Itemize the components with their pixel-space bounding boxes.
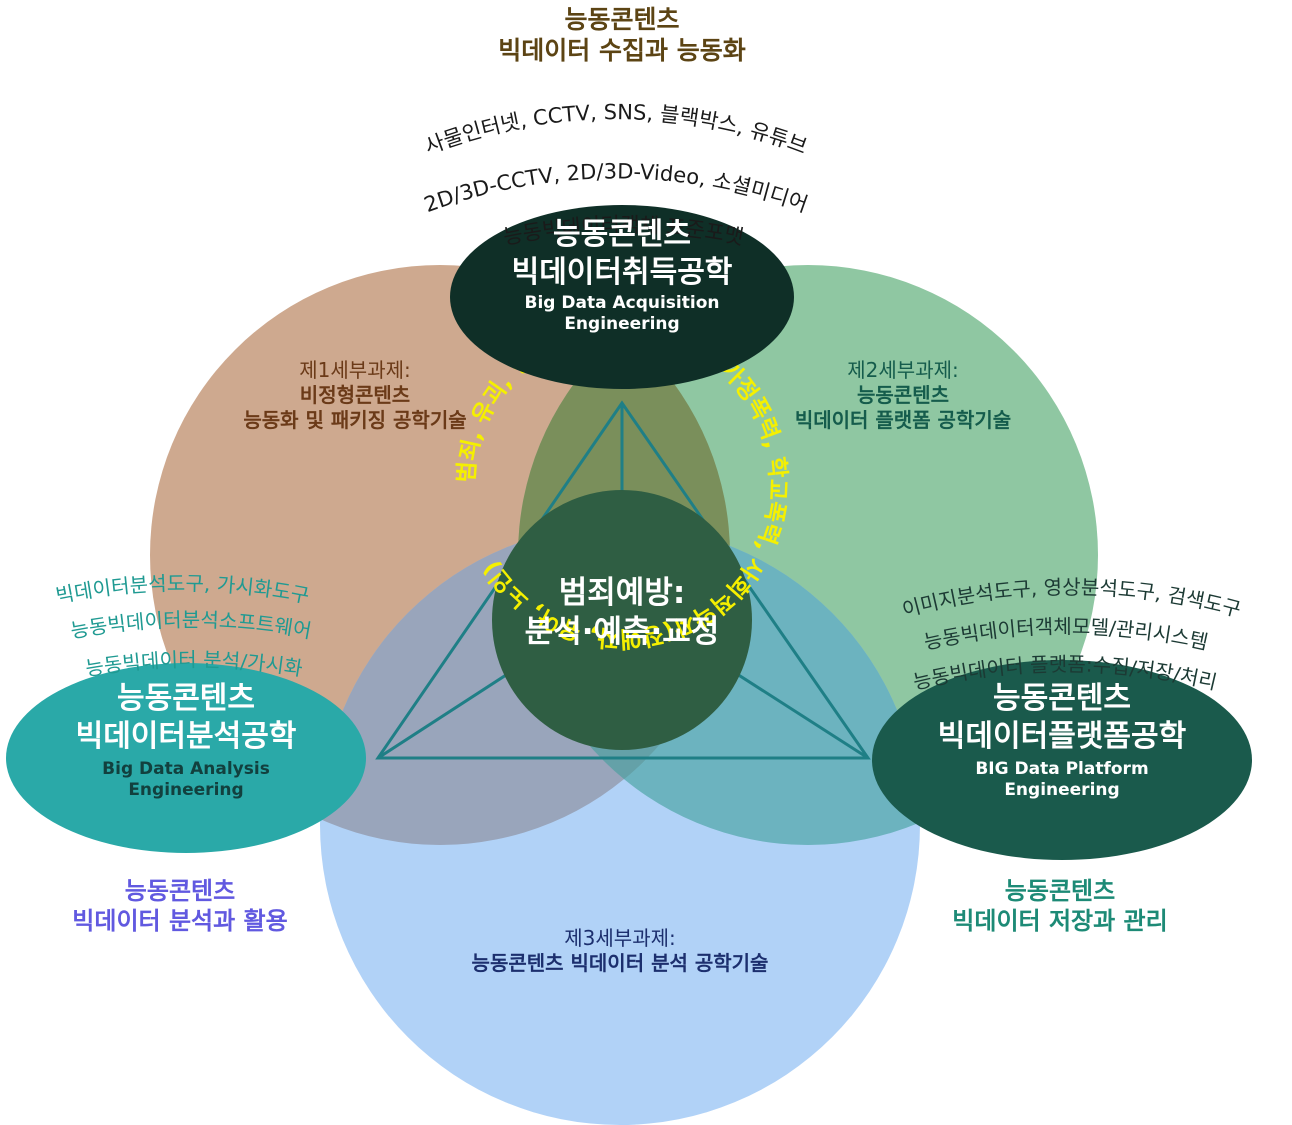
task2-line-2: 빅데이터 플랫폼 공학기술 xyxy=(794,408,1012,432)
analysis-en-1: Big Data Analysis xyxy=(102,759,270,779)
task1-line-2: 능동화 및 패키징 공학기술 xyxy=(243,408,467,432)
acquisition-title-1: 능동콘텐츠 xyxy=(553,217,691,252)
top-arc-line-1: 사물인터넷, CCTV, SNS, 블랙박스, 유튜브 xyxy=(422,100,811,159)
platform-title-2: 빅데이터플랫폼공학 xyxy=(937,718,1187,754)
analysis-title-2: 빅데이터분석공학 xyxy=(75,718,297,754)
bottom-right-caption: 능동콘텐츠 빅데이터 저장과 관리 xyxy=(910,876,1210,936)
analysis-en-2: Engineering xyxy=(128,780,244,801)
center-line-1: 범죄예방: xyxy=(558,575,686,611)
task1-line-1: 비정형콘텐츠 xyxy=(299,383,411,407)
top-heading-line-2: 빅데이터 수집과 능동화 xyxy=(498,36,746,66)
task3-label: 제3세부과제: 능동콘텐츠 빅데이터 분석 공학기술 xyxy=(400,926,840,976)
bottom-left-caption: 능동콘텐츠 빅데이터 분석과 활용 xyxy=(30,876,330,936)
task3-line-1: 능동콘텐츠 빅데이터 분석 공학기술 xyxy=(471,951,769,975)
platform-title-1: 능동콘텐츠 xyxy=(993,681,1131,716)
acquisition-ellipse xyxy=(450,205,794,389)
platform-en-1: BIG Data Platform xyxy=(975,759,1149,779)
task1-label: 제1세부과제: 비정형콘텐츠 능동화 및 패키징 공학기술 xyxy=(190,358,520,433)
acquisition-en-1: Big Data Acquisition xyxy=(524,293,720,313)
task3-heading: 제3세부과제: xyxy=(564,926,676,950)
acquisition-node-label: 능동콘텐츠 빅데이터취득공학 Big Data Acquisition Engi… xyxy=(452,216,792,336)
platform-en-2: Engineering xyxy=(1004,780,1120,801)
task2-line-1: 능동콘텐츠 xyxy=(857,383,949,407)
bottom-right-caption-line-2: 빅데이터 저장과 관리 xyxy=(952,907,1168,935)
analysis-node-label: 능동콘텐츠 빅데이터분석공학 Big Data Analysis Enginee… xyxy=(16,680,356,802)
acquisition-en-2: Engineering xyxy=(564,314,680,335)
task1-heading: 제1세부과제: xyxy=(299,358,411,382)
analysis-title-1: 능동콘텐츠 xyxy=(117,681,255,716)
center-disk xyxy=(492,490,752,750)
top-heading: 능동콘텐츠 빅데이터 수집과 능동화 xyxy=(432,4,812,67)
center-label: 범죄예방: 분석·예측·교정 xyxy=(492,574,752,652)
task2-heading: 제2세부과제: xyxy=(847,358,959,382)
task2-label: 제2세부과제: 능동콘텐츠 빅데이터 플랫폼 공학기술 xyxy=(738,358,1068,433)
platform-ellipse xyxy=(872,660,1252,860)
platform-node-label: 능동콘텐츠 빅데이터플랫폼공학 BIG Data Platform Engine… xyxy=(880,680,1244,802)
bottom-left-caption-line-2: 빅데이터 분석과 활용 xyxy=(72,907,288,935)
bottom-right-caption-line-1: 능동콘텐츠 xyxy=(1004,877,1116,905)
top-heading-line-1: 능동콘텐츠 xyxy=(564,5,680,34)
analysis-ellipse xyxy=(6,663,366,853)
acquisition-title-2: 빅데이터취득공학 xyxy=(511,254,733,290)
center-line-2: 분석·예측·교정 xyxy=(524,613,720,650)
bottom-left-caption-line-1: 능동콘텐츠 xyxy=(124,877,236,905)
